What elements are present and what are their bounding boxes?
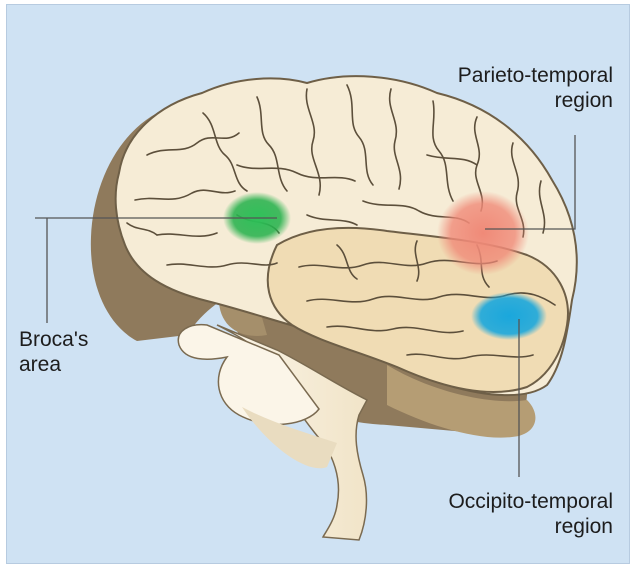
- diagram-frame: Parieto-temporal region Broca's area Occ…: [6, 4, 630, 564]
- occipito-temporal-label: Occipito-temporal region: [448, 489, 613, 539]
- parieto-temporal-label-line2: region: [458, 88, 613, 113]
- occipito-temporal-highlight: [471, 292, 547, 340]
- occipito-temporal-label-line2: region: [448, 514, 613, 539]
- occipito-temporal-label-line1: Occipito-temporal: [448, 489, 613, 514]
- broca-area-label-line1: Broca's: [19, 327, 88, 352]
- parieto-temporal-label: Parieto-temporal region: [458, 63, 613, 113]
- parieto-temporal-highlight: [437, 191, 529, 275]
- parieto-temporal-label-line1: Parieto-temporal: [458, 63, 613, 88]
- broca-area-label-line2: area: [19, 352, 88, 377]
- broca-area-label: Broca's area: [19, 327, 88, 377]
